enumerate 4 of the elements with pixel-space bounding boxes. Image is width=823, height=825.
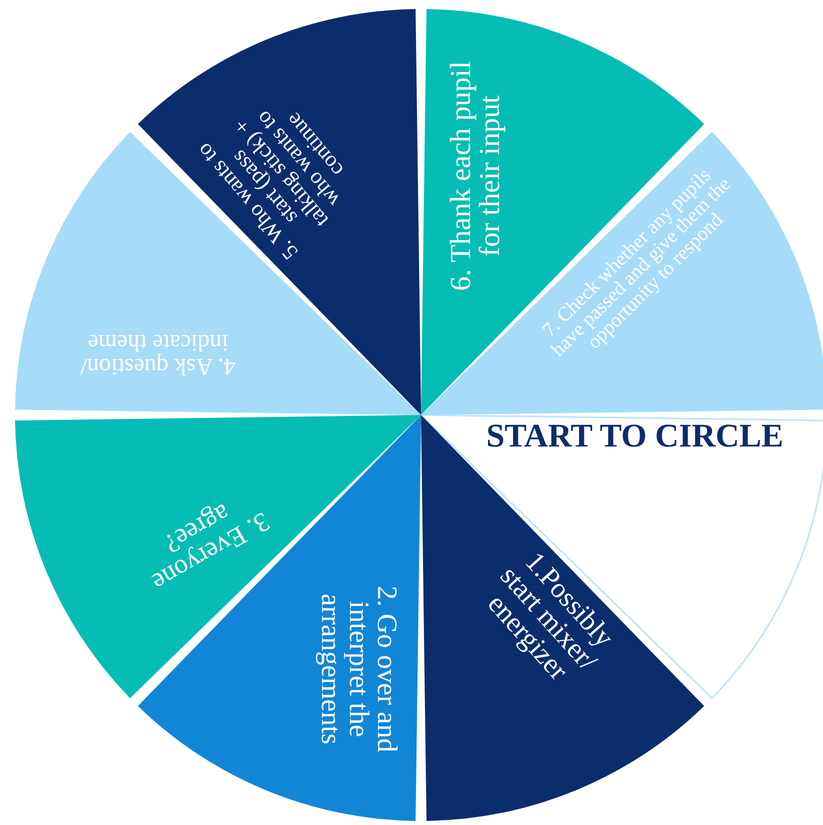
- step-label: 6. Thank each pupil for their input: [447, 60, 506, 294]
- step-label: 2. Go over and interpret the arrangements: [316, 585, 400, 754]
- slice-title: START TO CIRCLE: [485, 420, 784, 454]
- step-label: 4. Ask question/ indicate theme: [79, 330, 237, 378]
